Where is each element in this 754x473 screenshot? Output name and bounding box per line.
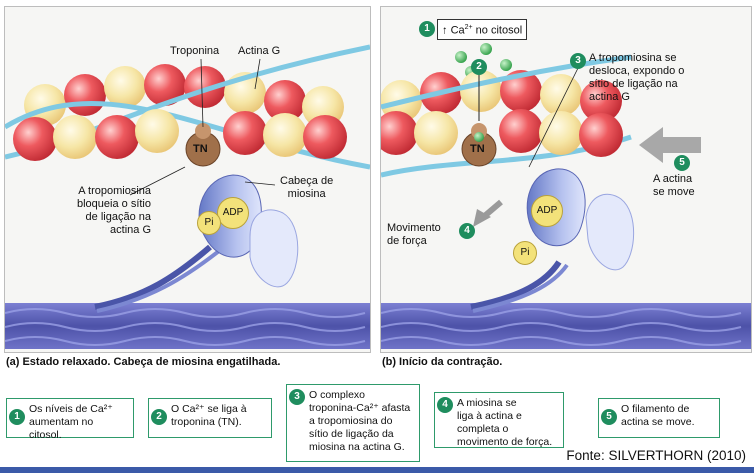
step-5-badge: 5 (674, 155, 690, 171)
caption-b: (b)Início da contração. (382, 356, 503, 368)
caption-a: (a)Estado relaxado. Cabeça de miosina en… (6, 356, 281, 368)
label-tn: TN (470, 143, 485, 155)
label-actina-g: Actina G (238, 45, 281, 57)
power-stroke-arrowhead (473, 209, 491, 227)
adp-molecule: ADP (531, 195, 563, 227)
troponin-complex (461, 123, 497, 167)
source-credit: Fonte: SILVERTHORN (2010) (566, 448, 746, 463)
actin-move-arrowhead (639, 127, 663, 163)
adp-molecule: ADP (217, 197, 249, 229)
label-cabeca-de-miosina: Cabeça de miosina (280, 175, 334, 200)
myosin-tail (94, 244, 221, 313)
label-troponina: Troponina (170, 45, 220, 57)
panel-contraction-start: 1 ↑ Ca2+ no citosol 2 3 A tropomiosina s… (380, 6, 752, 353)
step-4-badge: 4 (459, 223, 475, 239)
label-tropomiosina-bloqueia: A tropomiosina bloqueia o sítio de ligaç… (77, 185, 151, 236)
troponin-complex (185, 123, 221, 167)
actin-move-arrow (661, 137, 701, 153)
thick-filament-texture (5, 308, 366, 346)
step-1-badge: 1 (419, 21, 435, 37)
callout-lines (528, 61, 582, 168)
step-3-badge: 3 (570, 53, 586, 69)
step-2-badge: 2 (471, 59, 487, 75)
calcium-in-cytosol-label: ↑ Ca2+ no citosol (437, 19, 528, 40)
step-box-1: 1 Os níveis de Ca²⁺aumentam no citosol. (6, 398, 134, 441)
relaxed-state-illustration (5, 44, 370, 349)
panel-relaxed-state: Troponina Actina G TN A tropomiosina blo… (4, 6, 371, 353)
label-tropomiosina-desloca: A tropomiosina se desloca, expondo o sít… (589, 52, 685, 103)
myosin-tail (470, 260, 569, 313)
footer-bar (0, 467, 754, 473)
label-tn: TN (193, 143, 208, 155)
callout-lines (129, 58, 276, 196)
actin-front-row (381, 109, 623, 157)
contraction-illustration (381, 43, 751, 349)
pi-molecule: Pi (513, 241, 537, 265)
thick-filament-texture (381, 308, 742, 346)
label-actina-se-move: A actina se move (653, 173, 695, 198)
label-movimento-de-forca: Movimento de força (387, 222, 441, 247)
pi-molecule: Pi (197, 211, 221, 235)
actin-front-row (13, 109, 347, 161)
